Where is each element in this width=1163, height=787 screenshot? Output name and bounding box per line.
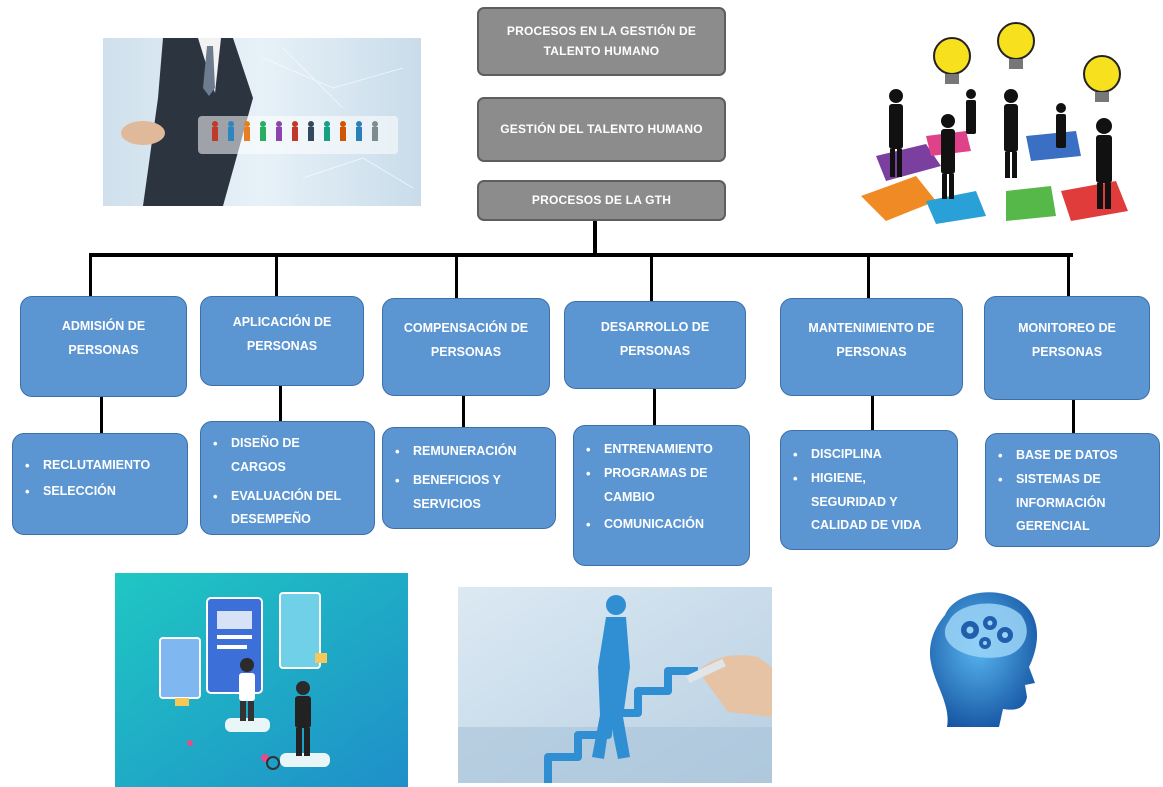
list-item: DISEÑO DE CARGOS xyxy=(213,432,368,480)
list-item: SELECCIÓN xyxy=(25,480,181,504)
processes-box: PROCESOS DE LA GTH xyxy=(477,180,726,221)
list-item: COMUNICACIÓN xyxy=(586,513,743,537)
item-connector xyxy=(279,386,282,422)
items-admision: RECLUTAMIENTO SELECCIÓN xyxy=(12,433,188,535)
processes-text: PROCESOS DE LA GTH xyxy=(531,192,672,207)
category-aplicacion: APLICACIÓN DE PERSONAS xyxy=(200,296,364,386)
branch-connector xyxy=(1067,253,1070,297)
list-item: EVALUACIÓN DEL DESEMPEÑO xyxy=(213,485,368,533)
businessman-network-photo xyxy=(103,38,421,206)
category-compensacion: COMPENSACIÓN DE PERSONAS xyxy=(382,298,550,396)
items-compensacion: REMUNERACIÓN BENEFICIOS Y SERVICIOS xyxy=(382,427,556,529)
category-admision: ADMISIÓN DE PERSONAS xyxy=(20,296,187,397)
branch-connector xyxy=(650,253,653,303)
list-item: DISCIPLINA xyxy=(793,443,951,467)
items-desarrollo: ENTRENAMIENTO PROGRAMAS DE CAMBIO COMUNI… xyxy=(573,425,750,566)
item-connector xyxy=(653,389,656,427)
branch-connector xyxy=(867,253,870,299)
category-label: ADMISIÓN DE PERSONAS xyxy=(61,319,146,357)
items-monitoreo: BASE DE DATOS SISTEMAS DE INFORMACIÓN GE… xyxy=(985,433,1160,547)
list-item: REMUNERACIÓN xyxy=(395,440,549,464)
list-item: PROGRAMAS DE CAMBIO xyxy=(586,462,743,510)
list-item: HIGIENE, SEGURIDAD Y CALIDAD DE VIDA xyxy=(793,467,951,538)
category-label: APLICACIÓN DE PERSONAS xyxy=(232,315,332,353)
title-box: PROCESOS EN LA GESTIÓN DE TALENTO HUMANO xyxy=(477,7,726,76)
category-label: DESARROLLO DE PERSONAS xyxy=(600,320,710,358)
list-item: SISTEMAS DE INFORMACIÓN GERENCIAL xyxy=(998,468,1153,539)
category-label: MANTENIMIENTO DE PERSONAS xyxy=(808,321,935,359)
list-item: BASE DE DATOS xyxy=(998,444,1153,468)
recruitment-profile-illustration xyxy=(115,573,408,787)
horizontal-connector xyxy=(89,253,1073,257)
items-mantenimiento: DISCIPLINA HIGIENE, SEGURIDAD Y CALIDAD … xyxy=(780,430,958,550)
subtitle-text: GESTIÓN DEL TALENTO HUMANO xyxy=(500,121,703,136)
item-connector xyxy=(100,397,103,434)
staircase-growth-photo xyxy=(458,587,772,783)
brain-gears-head-icon xyxy=(925,585,1045,727)
subtitle-box: GESTIÓN DEL TALENTO HUMANO xyxy=(477,97,726,162)
trunk-connector xyxy=(593,221,597,255)
item-connector xyxy=(462,396,465,428)
category-label: COMPENSACIÓN DE PERSONAS xyxy=(403,321,529,359)
list-item: BENEFICIOS Y SERVICIOS xyxy=(395,469,549,517)
category-monitoreo: MONITOREO DE PERSONAS xyxy=(984,296,1150,400)
branch-connector xyxy=(89,253,92,297)
branch-connector xyxy=(275,253,278,297)
category-desarrollo: DESARROLLO DE PERSONAS xyxy=(564,301,746,389)
list-item: RECLUTAMIENTO xyxy=(25,454,181,478)
title-text: PROCESOS EN LA GESTIÓN DE TALENTO HUMANO xyxy=(506,24,697,58)
category-mantenimiento: MANTENIMIENTO DE PERSONAS xyxy=(780,298,963,396)
item-connector xyxy=(871,396,874,431)
items-aplicacion: DISEÑO DE CARGOS EVALUACIÓN DEL DESEMPEÑ… xyxy=(200,421,375,535)
item-connector xyxy=(1072,400,1075,434)
category-label: MONITOREO DE PERSONAS xyxy=(1018,321,1116,359)
branch-connector xyxy=(455,253,458,299)
list-item: ENTRENAMIENTO xyxy=(586,438,743,462)
lightbulb-puzzle-team-illustration xyxy=(856,16,1136,226)
